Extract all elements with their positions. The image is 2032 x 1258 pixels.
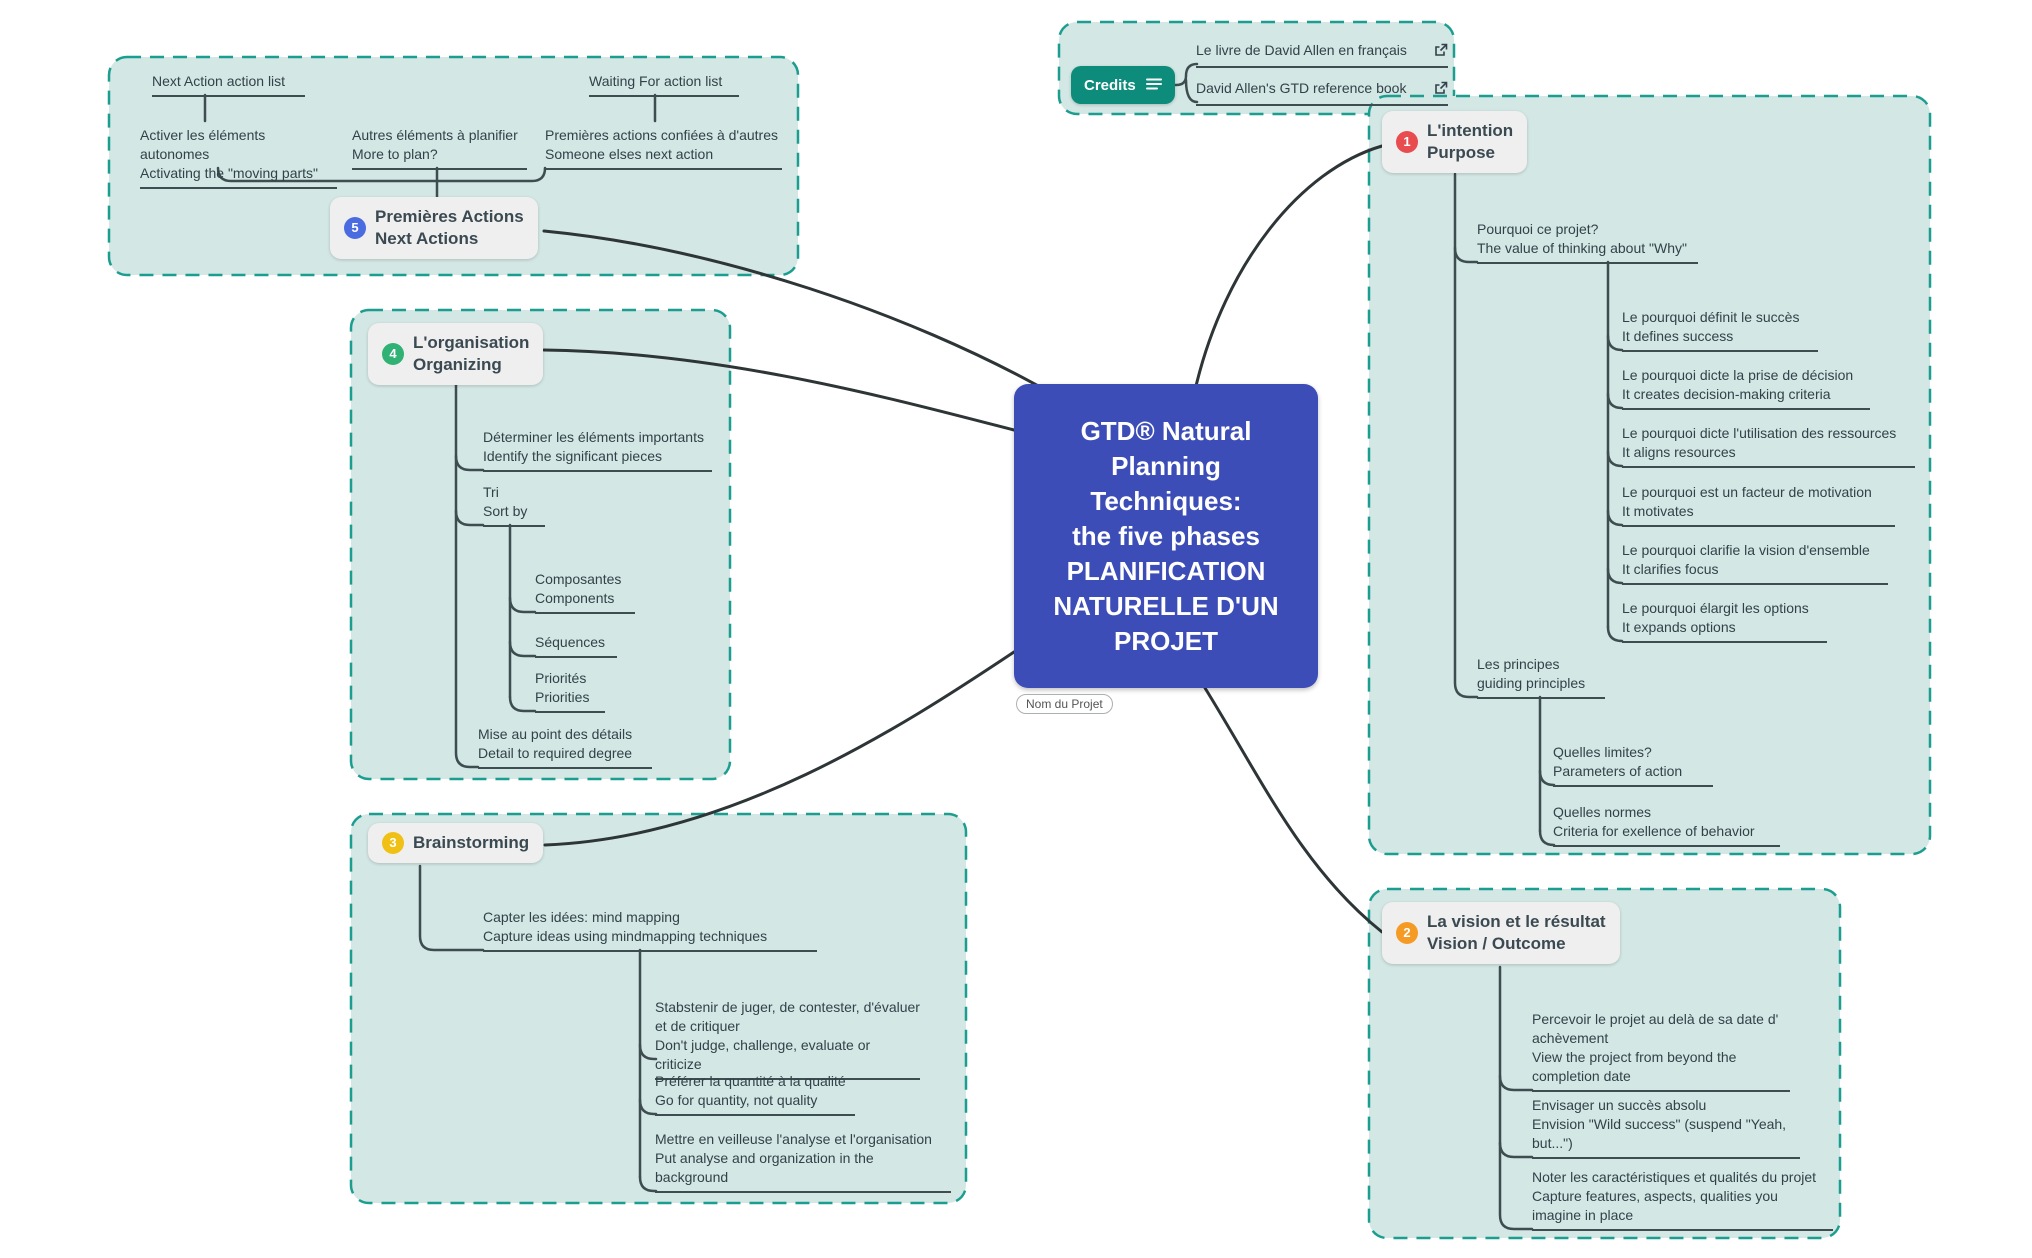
topic-label: Brainstorming <box>413 833 530 852</box>
topic-organizing[interactable]: 4 L'organisation Organizing <box>368 323 544 385</box>
boundary-organizing <box>349 308 732 781</box>
priority-badge-3: 3 <box>382 832 404 854</box>
credits-label: Credits <box>1084 76 1136 94</box>
external-link-icon <box>1434 81 1448 100</box>
tree-line <box>1606 625 1624 643</box>
node-criteria-of-behavior[interactable]: Quelles normes Criteria for exellence of… <box>1553 803 1780 847</box>
topic-vision[interactable]: 2 La vision et le résultat Vision / Outc… <box>1382 902 1620 964</box>
credits-topic[interactable]: Credits <box>1071 66 1175 104</box>
tree-line <box>1606 509 1624 527</box>
topic-label: La vision et le résultat Vision / Outcom… <box>1427 912 1606 953</box>
tree-line <box>418 864 485 952</box>
connector-vision <box>1203 686 1384 934</box>
node-capture-features[interactable]: Noter les caractéristiques et qualités d… <box>1532 1168 1833 1231</box>
topic-brainstorming[interactable]: 3 Brainstorming <box>368 823 544 863</box>
link-label: David Allen's GTD reference book <box>1196 80 1407 96</box>
connector-organizing <box>542 348 1016 432</box>
node-quantity-not-quality[interactable]: Préférer la quantité à la qualité Go for… <box>655 1072 855 1116</box>
node-guiding-principles[interactable]: Les principes guiding principles <box>1477 655 1605 699</box>
node-next-action-list[interactable]: Next Action action list <box>152 72 305 97</box>
node-defines-success[interactable]: Le pourquoi définit le succès It defines… <box>1622 308 1818 352</box>
notes-icon <box>1145 77 1162 95</box>
boundary-purpose <box>1367 94 1932 856</box>
node-someone-elses-action[interactable]: Premières actions confiées à d'autres So… <box>545 126 782 170</box>
node-decision-criteria[interactable]: Le pourquoi dicte la prise de décision I… <box>1622 366 1870 410</box>
tree-line <box>1606 334 1624 352</box>
credits-link-reference-book[interactable]: David Allen's GTD reference book <box>1196 79 1448 106</box>
tree-line <box>1161 62 1199 87</box>
node-analysis-background[interactable]: Mettre en veilleuse l'analyse et l'organ… <box>655 1130 951 1193</box>
tree-line <box>1606 450 1624 468</box>
connector-brainstorming <box>543 650 1016 847</box>
node-wild-success[interactable]: Envisager un succès absolu Envision "Wil… <box>1532 1096 1800 1159</box>
tree-line <box>638 1175 658 1193</box>
tree-line <box>508 640 537 658</box>
tree-line <box>1453 172 1479 699</box>
tree-line <box>1498 1141 1534 1159</box>
priority-badge-4: 4 <box>382 343 404 365</box>
topic-label: Premières Actions Next Actions <box>375 207 524 248</box>
node-motivates[interactable]: Le pourquoi est un facteur de motivation… <box>1622 483 1895 527</box>
boundary-vision <box>1367 887 1842 1240</box>
node-components[interactable]: Composantes Components <box>535 570 635 614</box>
tree-line <box>508 695 537 713</box>
node-why-this-project[interactable]: Pourquoi ce projet? The value of thinkin… <box>1477 220 1698 264</box>
tree-line <box>1184 78 1199 104</box>
tree-line <box>1498 1074 1534 1092</box>
topic-purpose[interactable]: 1 L'intention Purpose <box>1382 111 1528 173</box>
credits-link-french-book[interactable]: Le livre de David Allen en français <box>1196 41 1448 68</box>
central-topic[interactable]: GTD® Natural Planning Techniques: the fi… <box>1014 384 1318 688</box>
node-activate-moving-parts[interactable]: Activer les éléments autonomes Activatin… <box>140 126 337 189</box>
tree-line <box>454 509 485 527</box>
tree-line <box>454 454 485 472</box>
node-detail-degree[interactable]: Mise au point des détails Detail to requ… <box>478 725 652 769</box>
node-parameters-of-action[interactable]: Quelles limites? Parameters of action <box>1553 743 1713 787</box>
project-name-tag[interactable]: Nom du Projet <box>1016 694 1113 714</box>
topic-next-actions[interactable]: 5 Premières Actions Next Actions <box>330 197 538 259</box>
external-link-icon <box>1434 43 1448 62</box>
tree-line <box>1498 965 1534 1231</box>
tree-line <box>1606 567 1624 585</box>
node-more-to-plan[interactable]: Autres éléments à planifier More to plan… <box>352 126 527 170</box>
tree-line <box>1538 829 1556 847</box>
node-expands-options[interactable]: Le pourquoi élargit les options It expan… <box>1622 599 1827 643</box>
tree-line <box>638 1098 658 1116</box>
node-sort-by[interactable]: Tri Sort by <box>483 483 545 527</box>
topic-label: L'intention Purpose <box>1427 121 1514 162</box>
connector-purpose <box>1194 144 1384 388</box>
node-clarifies-focus[interactable]: Le pourquoi clarifie la vision d'ensembl… <box>1622 541 1888 585</box>
node-waiting-for-list[interactable]: Waiting For action list <box>589 72 739 97</box>
boundary-brainstorming <box>349 812 968 1205</box>
tree-line <box>638 1043 658 1061</box>
priority-badge-2: 2 <box>1396 922 1418 944</box>
node-capture-ideas[interactable]: Capter les idées: mind mapping Capture i… <box>483 908 817 952</box>
node-priorities[interactable]: Priorités Priorities <box>535 669 605 713</box>
tree-line <box>216 166 547 183</box>
connector-next-actions <box>542 229 1044 390</box>
priority-badge-1: 1 <box>1396 131 1418 153</box>
priority-badge-5: 5 <box>344 217 366 239</box>
node-dont-judge[interactable]: Stabstenir de juger, de contester, d'éva… <box>655 998 920 1080</box>
tree-line <box>1606 392 1624 410</box>
topic-label: L'organisation Organizing <box>413 333 530 374</box>
tree-line <box>1453 246 1479 264</box>
node-identify-pieces[interactable]: Déterminer les éléments importants Ident… <box>483 428 712 472</box>
link-label: Le livre de David Allen en français <box>1196 42 1407 58</box>
boundary-next-actions <box>107 55 800 277</box>
tree-line <box>508 596 537 614</box>
node-sequences[interactable]: Séquences <box>535 633 617 658</box>
node-aligns-resources[interactable]: Le pourquoi dicte l'utilisation des ress… <box>1622 424 1915 468</box>
tree-line <box>454 382 480 769</box>
tree-line <box>1538 769 1556 787</box>
node-beyond-completion[interactable]: Percevoir le projet au delà de sa date d… <box>1532 1010 1790 1092</box>
